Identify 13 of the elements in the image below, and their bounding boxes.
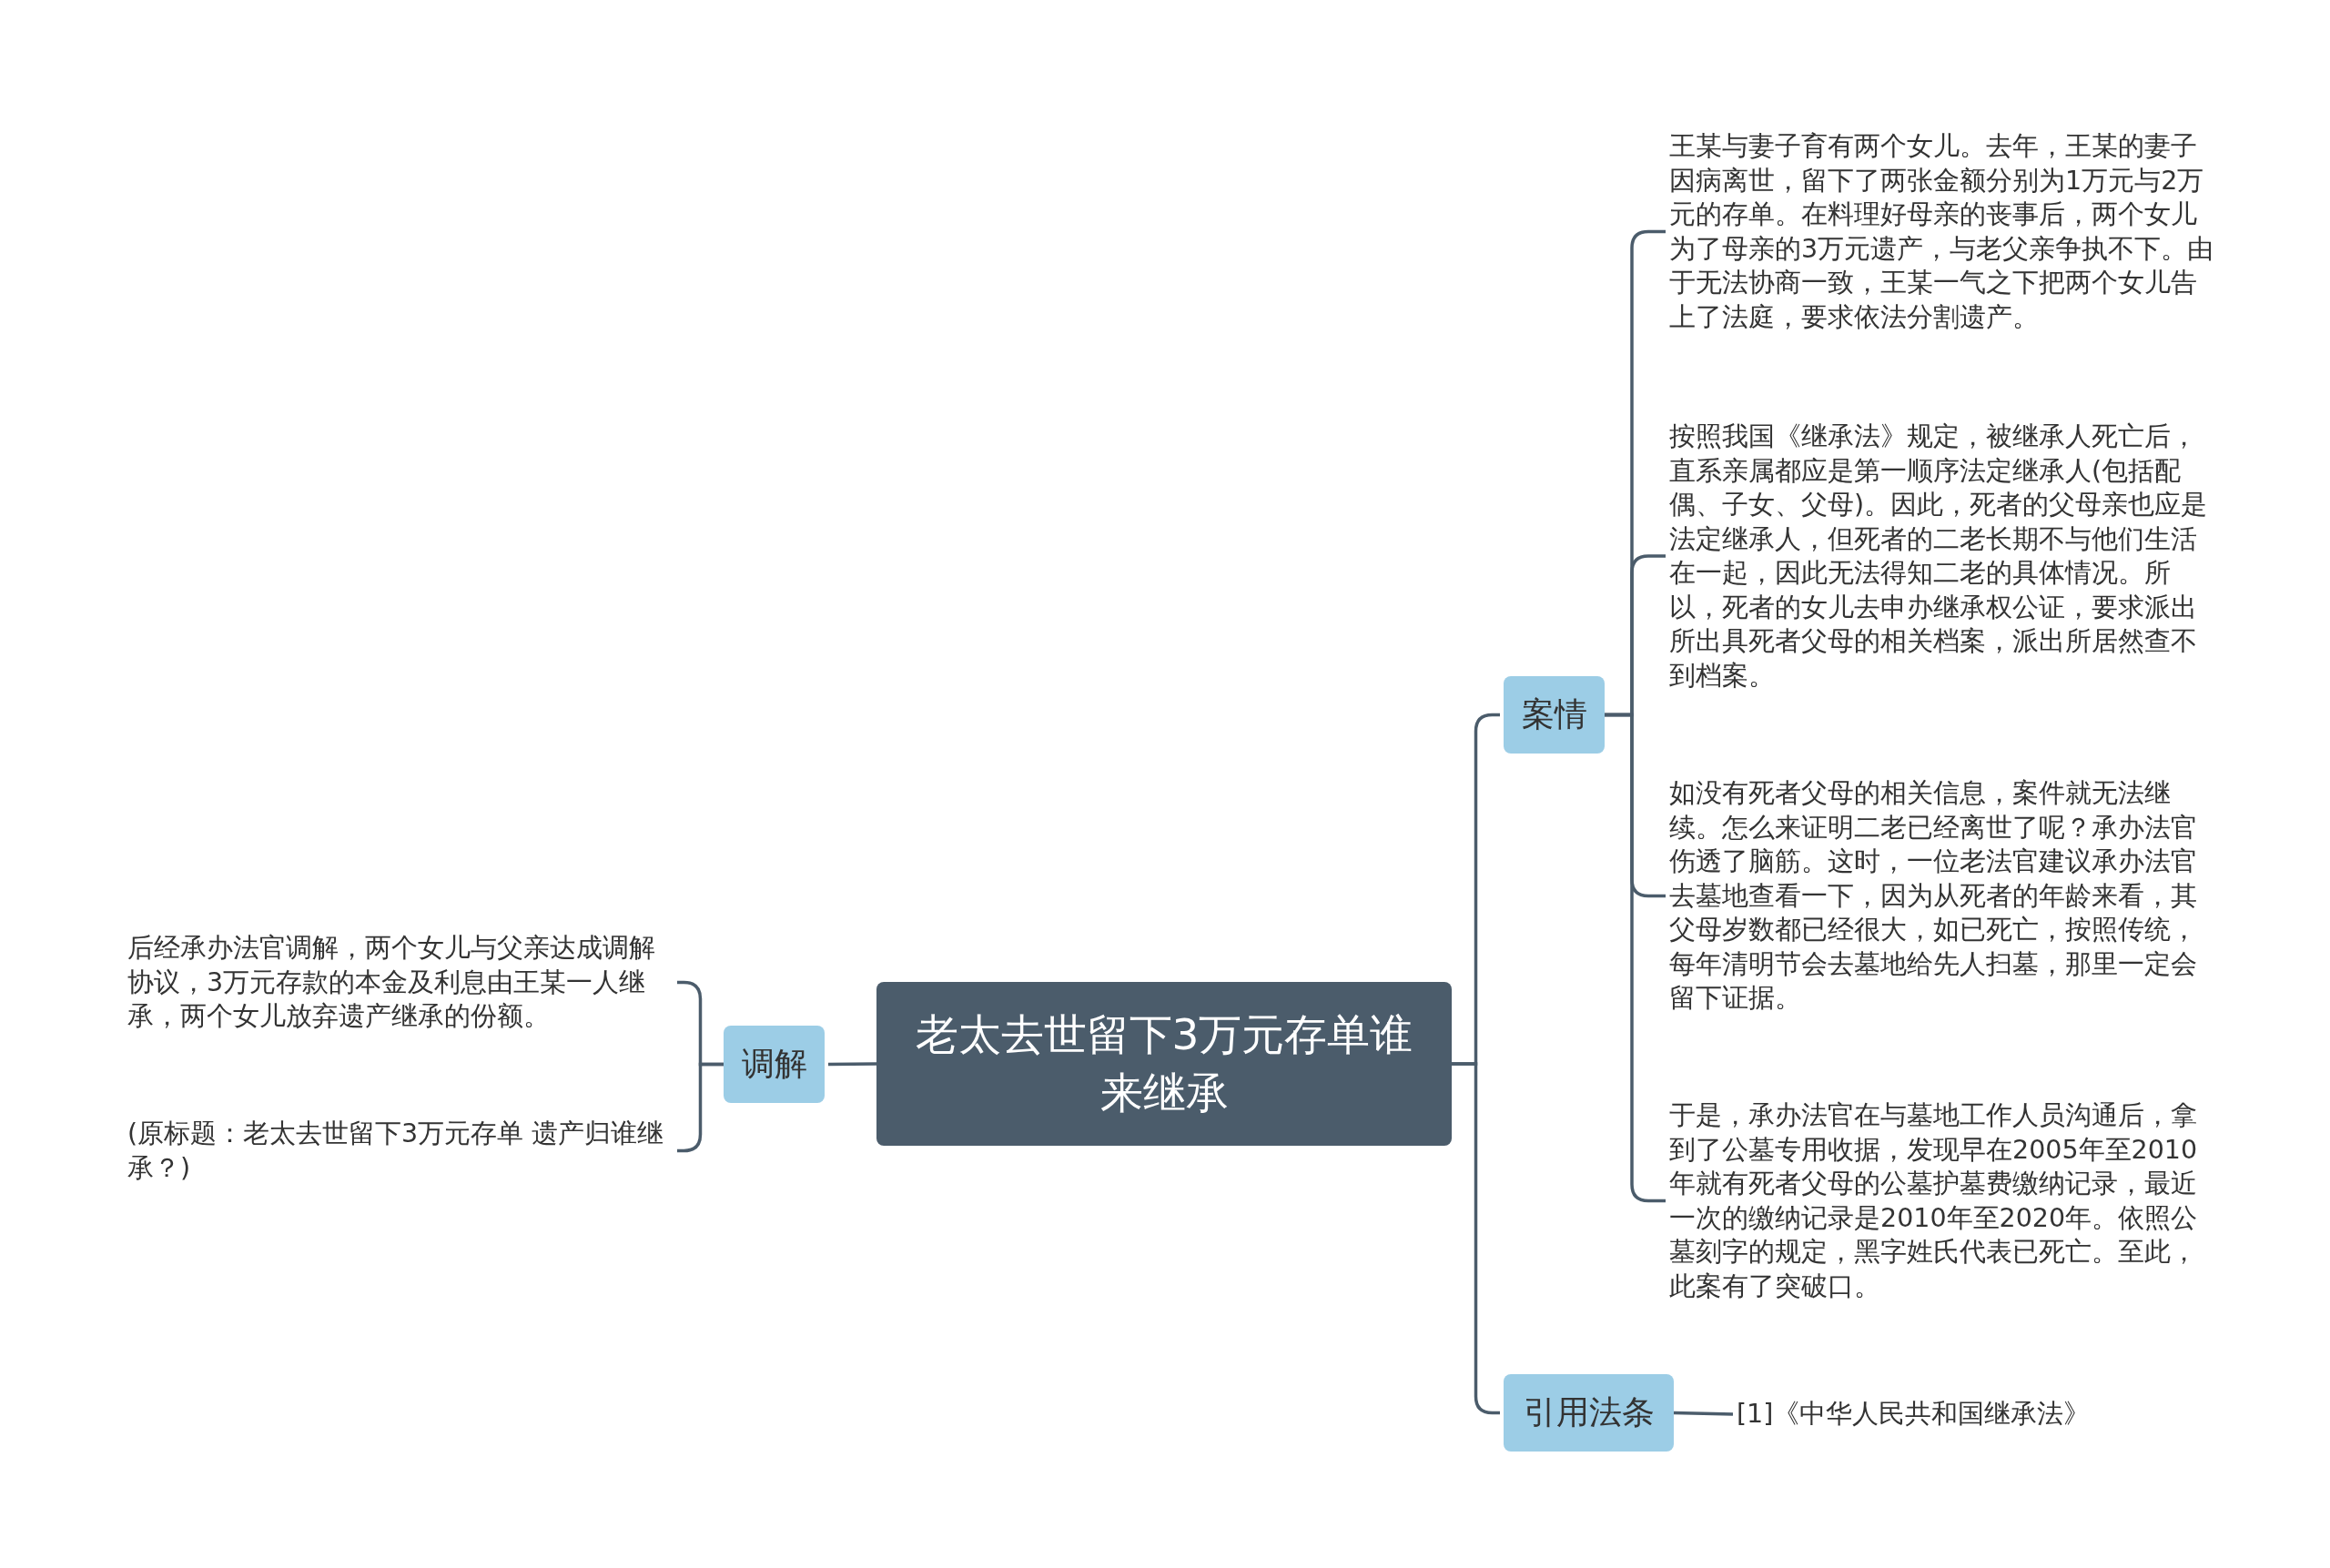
central-topic-box: 老太去世留下3万元存单谁来继承 [876, 982, 1452, 1146]
topic-box: 案情 [1504, 676, 1605, 754]
note-text: 按照我国《继承法》规定，被继承人死亡后，直系亲属都应是第一顺序法定继承人(包括配偶、子女、父母)。因此，死者的父母亲也应是法定继承人，但死者的二老长期不与他们生活在一起，因此无法得知二老的具体情况。所以，死者的女儿去申办继承权公证，要求派出所出具死者父母的相关档案，派出所居然查不到档案。 [1669, 420, 2215, 693]
connector-line [1673, 1411, 1734, 1416]
note-text: 后经承办法官调解，两个女儿与父亲达成调解协议，3万元存款的本金及利息由王某一人继承，两个女儿放弃遗产继承的份额。 [127, 931, 674, 1034]
note-text: 王某与妻子育有两个女儿。去年，王某的妻子因病离世，留下了两张金额分别为1万元与2万元的存单。在料理好母亲的丧事后，两个女儿为了母亲的3万元遗产，与老父亲争执不下。由于无法协商一致，王某一气之下把两个女儿告上了法庭，要求依法分割遗产。 [1669, 129, 2215, 334]
note-text: 于是，承办法官在与墓地工作人员沟通后，拿到了公墓专用收据，发现早在2005年至2010年就有死者父母的公墓护墓费缴纳记录，最近一次的缴纳记录是2010年至2020年。依照公墓刻字的规定，黑字姓氏代表已死亡。至此，此案有了突破口。 [1669, 1098, 2215, 1303]
connector-line [828, 1062, 876, 1067]
topic-box: 引用法条 [1504, 1374, 1674, 1452]
topic-box: 调解 [724, 1026, 825, 1103]
note-text: 如没有死者父母的相关信息，案件就无法继续。怎么来证明二老已经离世了呢？承办法官伤透了脑筋。这时，一位老法官建议承办法官去墓地查看一下，因为从死者的年龄来看，其父母岁数都已经很大，如已死亡，按照传统，每年清明节会去墓地给先人扫墓，那里一定会留下证据。 [1669, 776, 2215, 1016]
note-text: [1]《中华人民共和国继承法》 [1737, 1397, 2091, 1431]
note-text: (原标题：老太去世留下3万元存单 遗产归谁继承？) [127, 1117, 674, 1185]
